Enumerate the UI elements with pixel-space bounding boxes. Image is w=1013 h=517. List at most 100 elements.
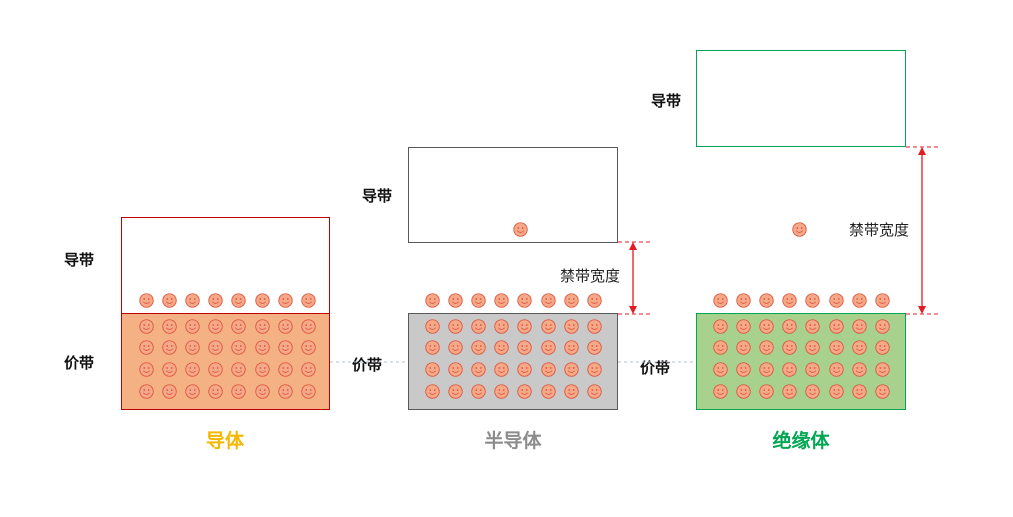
electron-icon [758,361,774,377]
electron-icon [804,292,820,308]
electron-icon [424,383,440,399]
electron-icon [230,292,246,308]
electron-icon [184,361,200,377]
electron-icon [828,292,844,308]
electron-icon [828,383,844,399]
electron-icon [586,292,602,308]
electron-icon [712,339,728,355]
electron-icon [563,361,579,377]
electron-icon [540,292,556,308]
electron-icon [277,292,293,308]
electron-icon [781,292,797,308]
electron-icon [161,361,177,377]
semiconductor-valence-band [408,313,618,410]
electron-icon [277,339,293,355]
semiconductor-valence-band-label: 价带 [352,356,383,374]
electron-icon [828,318,844,334]
electron-icon [277,383,293,399]
electron-icon [230,383,246,399]
electron-icon [138,339,154,355]
electron-icon [516,361,532,377]
electron-icon [735,339,751,355]
electron-icon [207,383,223,399]
electron-icon [424,361,440,377]
electron-icon [207,292,223,308]
insulator-band-gap-label: 禁带宽度 [849,221,910,239]
electron-icon [493,361,509,377]
electron-icon [254,318,270,334]
electron-icon [781,339,797,355]
electron-icon [493,318,509,334]
electron-icon [254,383,270,399]
electron-icon [563,383,579,399]
electron-icon [184,292,200,308]
electron-icon [300,361,316,377]
electron-icon [735,292,751,308]
electron-icon [712,361,728,377]
electron-icon [540,383,556,399]
electron-icon [161,383,177,399]
conductor-conduction-band-label: 导带 [64,251,95,269]
electron-icon [804,361,820,377]
electron-icon [138,318,154,334]
electron-icon [851,292,867,308]
electron-icon [851,339,867,355]
electron-icon [300,318,316,334]
electron-icon [424,339,440,355]
electron-icon [277,361,293,377]
electron-icon [254,339,270,355]
electron-icon [184,339,200,355]
conductor-conduction-band [121,217,330,315]
electron-icon [138,292,154,308]
electron-icon [254,361,270,377]
electron-icon [586,318,602,334]
electron-icon [712,383,728,399]
electron-icon [851,318,867,334]
electron-icon [470,361,486,377]
electron-icon [874,292,890,308]
electron-icon [207,361,223,377]
electron-icon [735,361,751,377]
electron-icon [563,318,579,334]
electron-icon [758,292,774,308]
insulator-conduction-band-label: 导带 [651,92,682,110]
semiconductor-title: 半导体 [484,430,542,452]
electron-icon [516,318,532,334]
conductor-valence-band-label: 价带 [64,354,95,372]
electron-icon [712,292,728,308]
semiconductor-conduction-band [408,147,618,243]
electron-icon [424,318,440,334]
electron-icon [138,361,154,377]
semiconductor-band-gap-label: 禁带宽度 [560,267,621,285]
electron-icon [712,318,728,334]
electron-icon [874,318,890,334]
electron-icon [540,318,556,334]
electron-icon [516,339,532,355]
electron-icon [540,339,556,355]
electron-icon [470,292,486,308]
electron-icon [563,292,579,308]
electron-icon [161,339,177,355]
conductor-title: 导体 [205,430,244,452]
electron-icon [470,383,486,399]
electron-icon [804,339,820,355]
electron-icon [493,292,509,308]
insulator-conduction-band [696,50,906,147]
electron-icon [781,361,797,377]
electron-icon [586,361,602,377]
electron-icon [851,361,867,377]
electron-icon [230,318,246,334]
electron-icon [161,292,177,308]
electron-icon [254,292,270,308]
electron-icon [470,318,486,334]
electron-icon [758,383,774,399]
electron-icon [851,383,867,399]
electron-icon [828,361,844,377]
electron-icon [512,221,528,237]
electron-icon [184,383,200,399]
electron-icon [540,361,556,377]
electron-icon [804,318,820,334]
electron-icon [300,339,316,355]
electron-icon [586,339,602,355]
